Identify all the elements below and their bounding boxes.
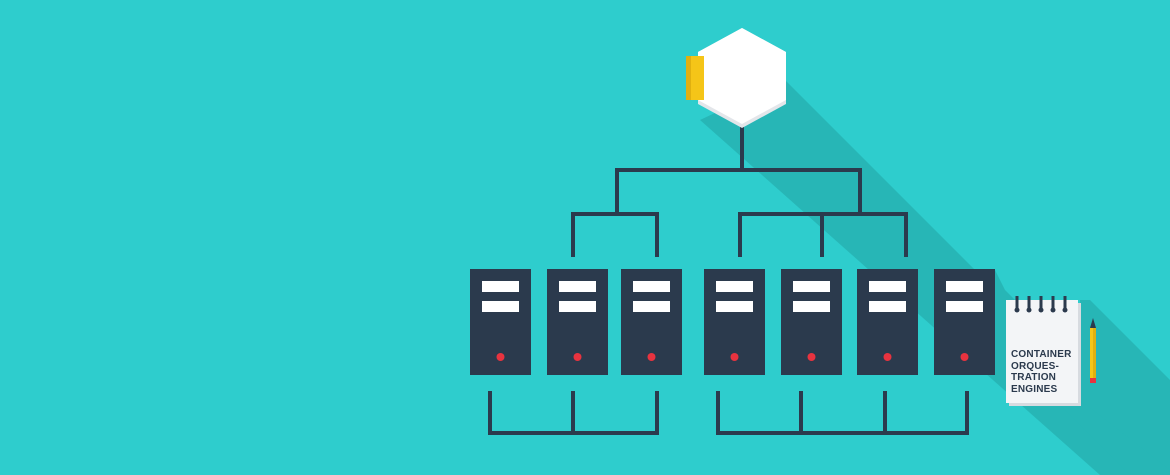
notepad-line: ENGINES (1011, 383, 1058, 395)
server-tower-icon (547, 269, 608, 375)
server-tower-icon (781, 269, 842, 375)
pencil-icon (1090, 318, 1096, 383)
notepad-line: ORQUES- (1011, 360, 1060, 372)
server-rack (470, 269, 995, 375)
hexagon-orchestrator-icon (686, 28, 786, 128)
notepad-line: TRATION (1011, 372, 1057, 383)
notepad-label: CONTAINER ORQUES- TRATION ENGINES (1011, 349, 1081, 395)
server-tower-icon (857, 269, 918, 375)
spiral-notepad-icon (1006, 296, 1081, 406)
server-tower-icon (704, 269, 765, 375)
server-tower-icon (470, 269, 531, 375)
notepad-line: CONTAINER (1011, 349, 1072, 360)
server-tower-icon (934, 269, 995, 375)
server-tower-icon (621, 269, 682, 375)
connector-tree (488, 126, 969, 435)
